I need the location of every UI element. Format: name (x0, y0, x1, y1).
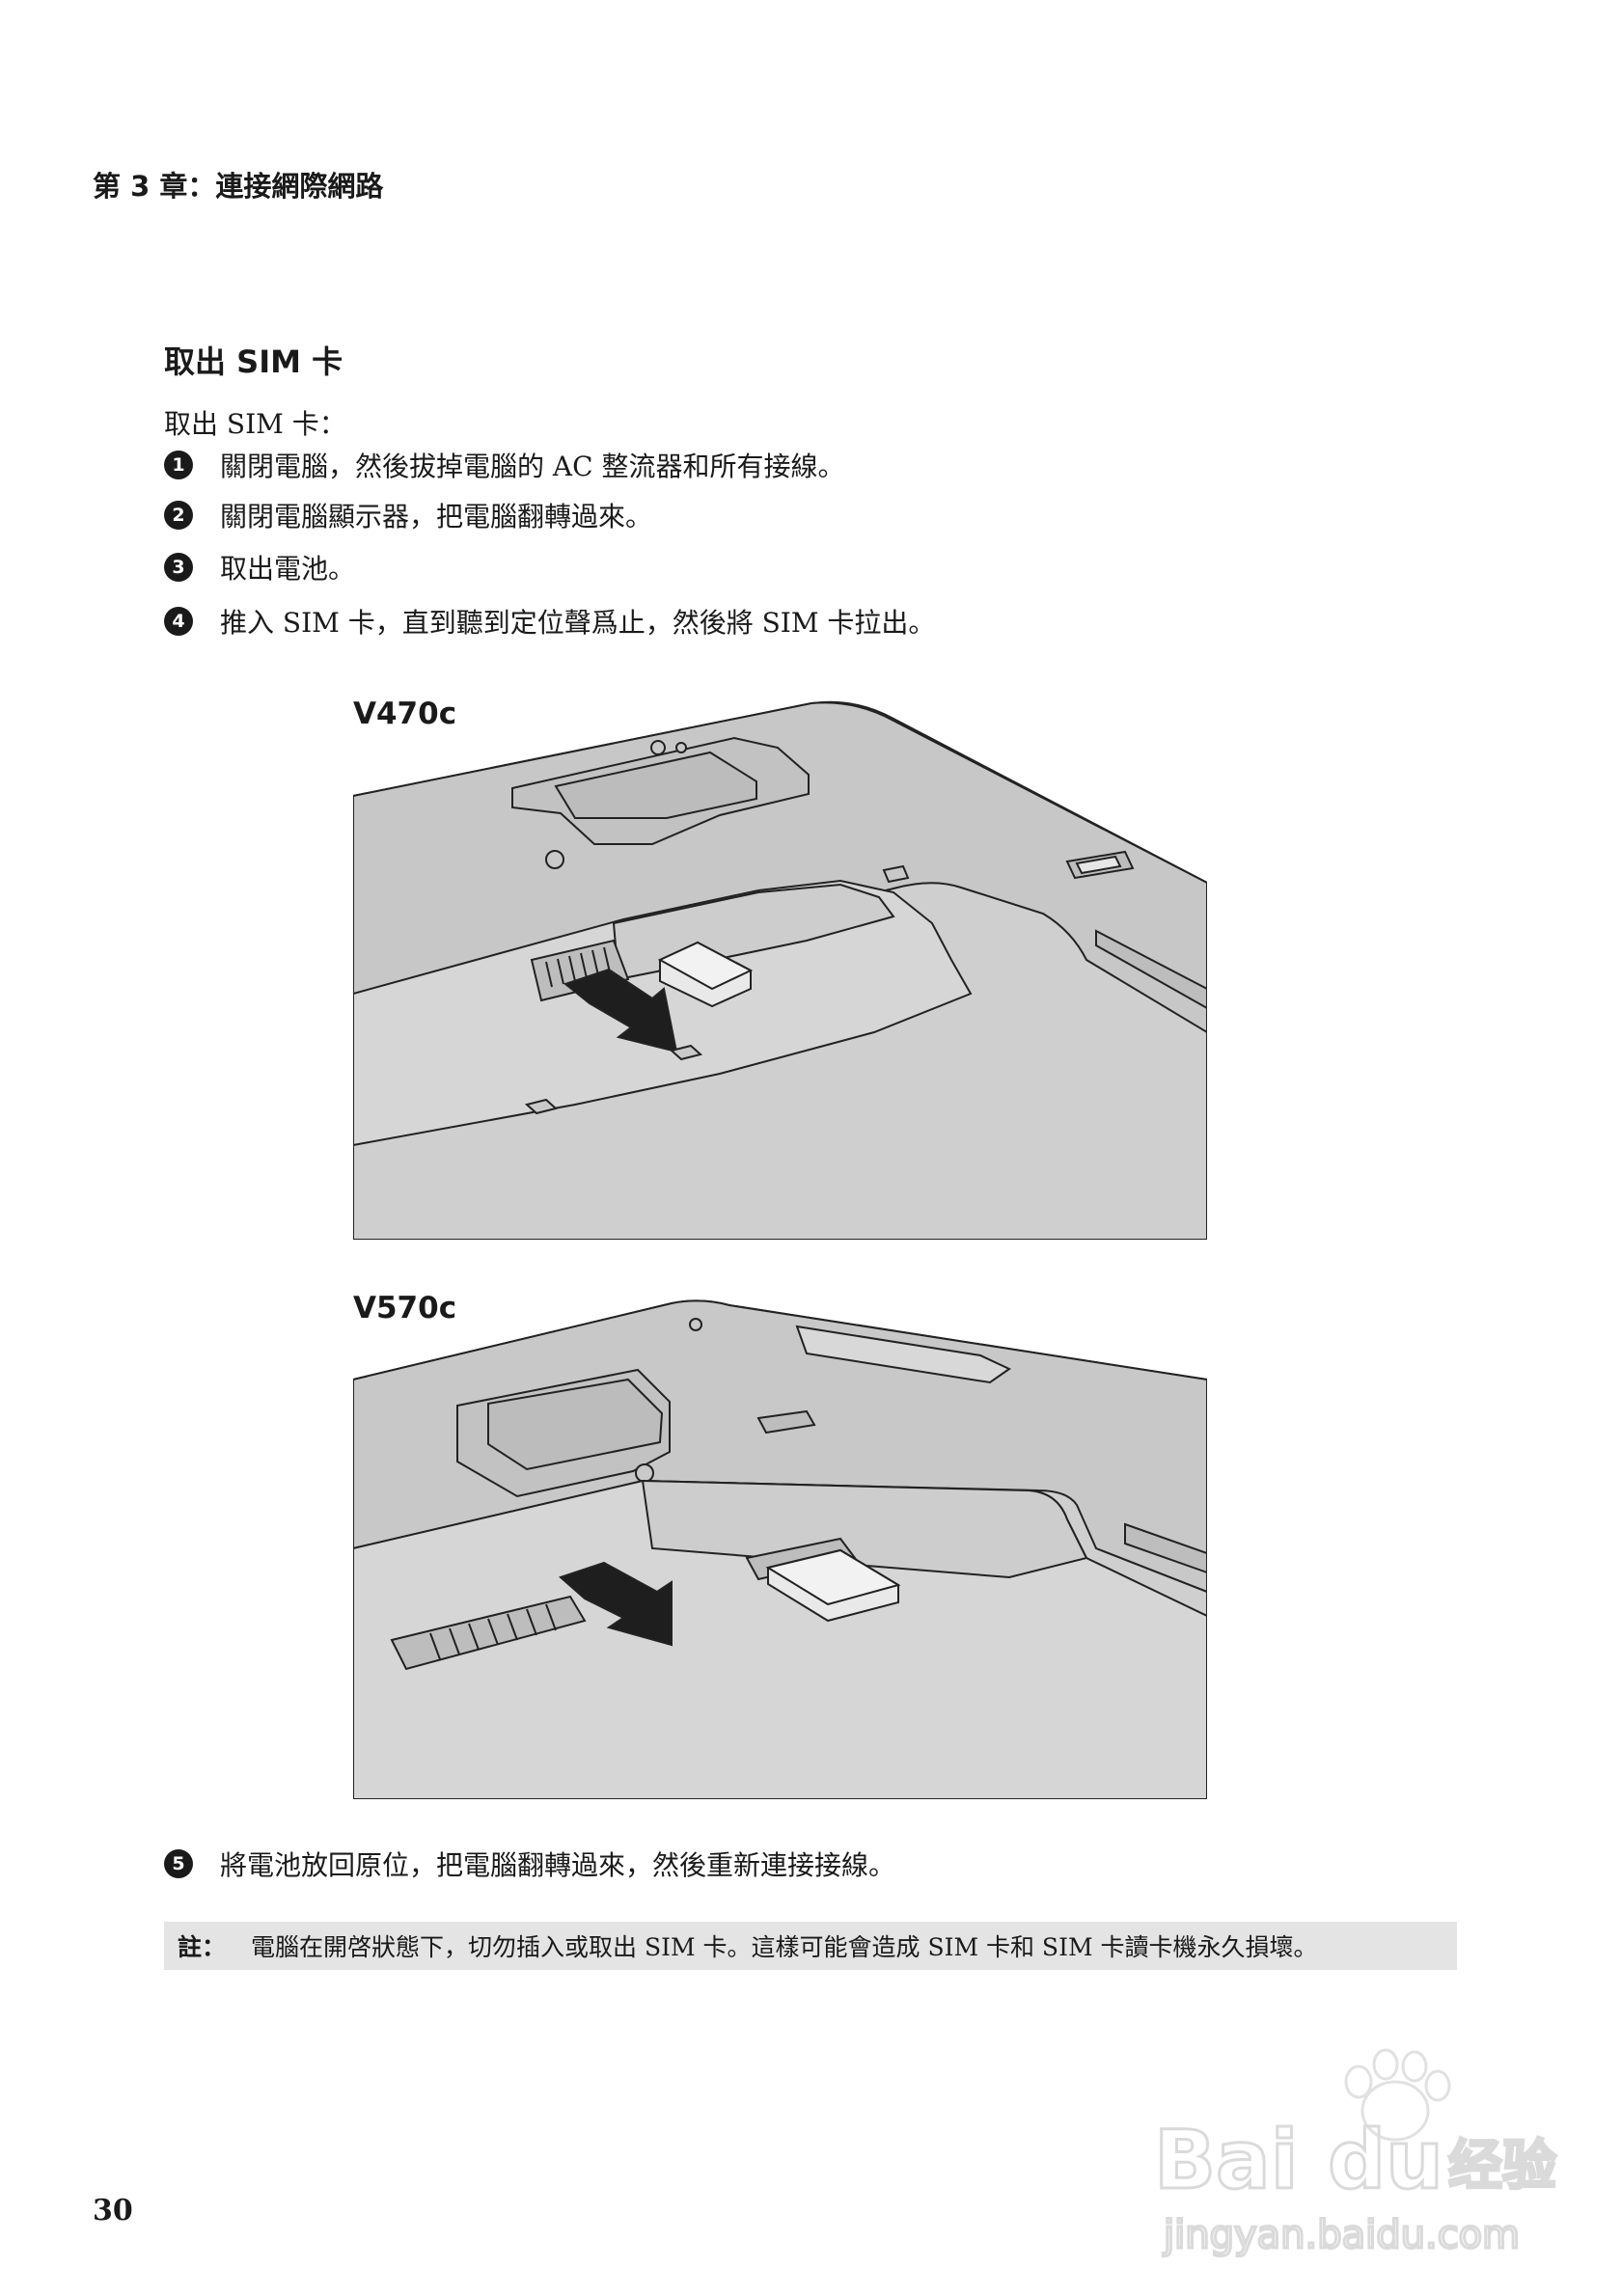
svg-text:经验: 经验 (1448, 2135, 1556, 2198)
laptop-bottom-illustration-v470c (353, 700, 1207, 1240)
step-number-badge: 3 (164, 553, 193, 582)
note-text: 電腦在開啓狀態下，切勿插入或取出 SIM 卡。這樣可能會造成 SIM 卡和 SI… (251, 1933, 1318, 1961)
step-text: 推入 SIM 卡，直到聽到定位聲爲止，然後將 SIM 卡拉出。 (220, 607, 936, 639)
step-text: 關閉電腦顯示器，把電腦翻轉過來。 (220, 501, 653, 533)
chapter-header: 第 3 章：連接網際網路 (93, 170, 384, 203)
baidu-jingyan-watermark-logo: Bai du 经验 jingyan.baidu.com (1154, 2048, 1558, 2259)
step-5: 5 將電池放回原位，把電腦翻轉過來，然後重新連接接線。 (164, 1845, 895, 1883)
step-4: 4 推入 SIM 卡，直到聽到定位聲爲止，然後將 SIM 卡拉出。 (164, 602, 935, 641)
step-number-badge: 5 (164, 1849, 193, 1878)
step-text: 取出電池。 (220, 553, 356, 585)
note-label: 註： (178, 1933, 227, 1961)
figure-label-v570c: V570c (353, 1291, 457, 1326)
step-number-badge: 2 (164, 501, 193, 530)
step-text: 關閉電腦，然後拔掉電腦的 AC 整流器和所有接線。 (220, 451, 845, 482)
step-3: 3 取出電池。 (164, 548, 355, 587)
svg-text:Bai: Bai (1154, 2113, 1299, 2207)
svg-text:jingyan.baidu.com: jingyan.baidu.com (1163, 2213, 1520, 2257)
step-2: 2 關閉電腦顯示器，把電腦翻轉過來。 (164, 496, 652, 534)
laptop-bottom-illustration-v570c (353, 1299, 1207, 1799)
svg-text:du: du (1328, 2113, 1443, 2207)
section-title: 取出 SIM 卡 (164, 343, 343, 380)
step-number-badge: 4 (164, 607, 193, 636)
step-text: 將電池放回原位，把電腦翻轉過來，然後重新連接接線。 (220, 1849, 896, 1881)
note-box: 註： 電腦在開啓狀態下，切勿插入或取出 SIM 卡。這樣可能會造成 SIM 卡和… (164, 1922, 1457, 1970)
step-number-badge: 1 (164, 451, 193, 479)
step-1: 1 關閉電腦，然後拔掉電腦的 AC 整流器和所有接線。 (164, 446, 844, 484)
figure-label-v470c: V470c (353, 697, 457, 731)
intro-text: 取出 SIM 卡： (164, 408, 346, 440)
page-number: 30 (93, 2194, 133, 2228)
